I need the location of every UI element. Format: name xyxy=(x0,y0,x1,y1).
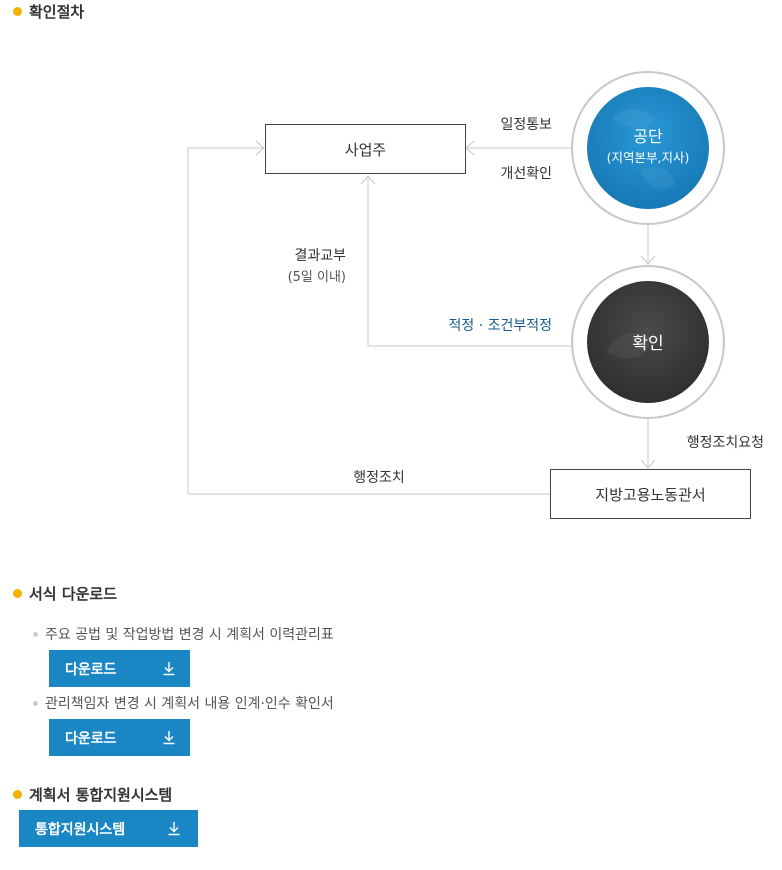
employer-label: 사업주 xyxy=(345,141,386,159)
download-button-label: 다운로드 xyxy=(65,730,117,747)
connector-lines xyxy=(187,140,656,495)
admin-action-label: 행정조치 xyxy=(353,470,405,486)
bullet-dot-icon xyxy=(13,7,22,16)
download-title-text: 서식 다운로드 xyxy=(29,585,118,603)
improvement-check-label: 개선확인 xyxy=(500,166,552,182)
list-item: 관리책임자 변경 시 계획서 내용 인계·인수 확인서 xyxy=(33,693,334,713)
procedure-title-text: 확인절차 xyxy=(29,3,85,21)
download-icon xyxy=(163,731,175,745)
list-bullet-icon xyxy=(33,700,38,706)
agency-node: 공단 (지역본부,지사) xyxy=(571,71,725,225)
agency-sublabel: (지역본부,지사) xyxy=(607,150,690,165)
download-item-label: 관리책임자 변경 시 계획서 내용 인계·인수 확인서 xyxy=(45,696,334,712)
download-icon xyxy=(168,822,180,836)
confirm-label: 확인 xyxy=(632,334,663,354)
result-delivery-label: 결과교부 xyxy=(294,248,346,264)
list-item: 주요 공법 및 작업방법 변경 시 계획서 이력관리표 xyxy=(33,624,334,644)
download-item-label: 주요 공법 및 작업방법 변경 시 계획서 이력관리표 xyxy=(45,627,334,643)
download-button-handover[interactable]: 다운로드 xyxy=(49,719,190,756)
labor-office-box: 지방고용노동관서 xyxy=(550,469,751,519)
download-section-title: 서식 다운로드 xyxy=(13,583,117,604)
procedure-diagram: 사업주 공단 (지역본부,지사) 확인 지방고용노동관서 일정통보 개선확인 결… xyxy=(187,71,764,519)
bullet-dot-icon xyxy=(13,790,22,799)
labor-office-label: 지방고용노동관서 xyxy=(595,486,705,504)
bullet-dot-icon xyxy=(13,589,22,598)
confirm-node: 확인 xyxy=(571,265,725,419)
suitable-label: 적정 · 조건부적정 xyxy=(448,318,552,334)
agency-label: 공단 xyxy=(633,127,663,146)
admin-request-label: 행정조치요청 xyxy=(687,435,764,451)
system-button-label: 통합지원시스템 xyxy=(35,821,126,838)
download-button-label: 다운로드 xyxy=(65,661,117,678)
system-title-text: 계획서 통합지원시스템 xyxy=(29,786,173,804)
list-bullet-icon xyxy=(33,631,38,637)
schedule-notice-label: 일정통보 xyxy=(500,117,552,133)
procedure-section-title: 확인절차 xyxy=(13,1,84,22)
download-icon xyxy=(163,662,175,676)
employer-box: 사업주 xyxy=(265,124,466,174)
integrated-system-button[interactable]: 통합지원시스템 xyxy=(19,810,198,847)
system-section-title: 계획서 통합지원시스템 xyxy=(13,784,172,805)
result-delivery-sublabel: (5일 이내) xyxy=(288,270,346,285)
download-button-history[interactable]: 다운로드 xyxy=(49,650,190,687)
